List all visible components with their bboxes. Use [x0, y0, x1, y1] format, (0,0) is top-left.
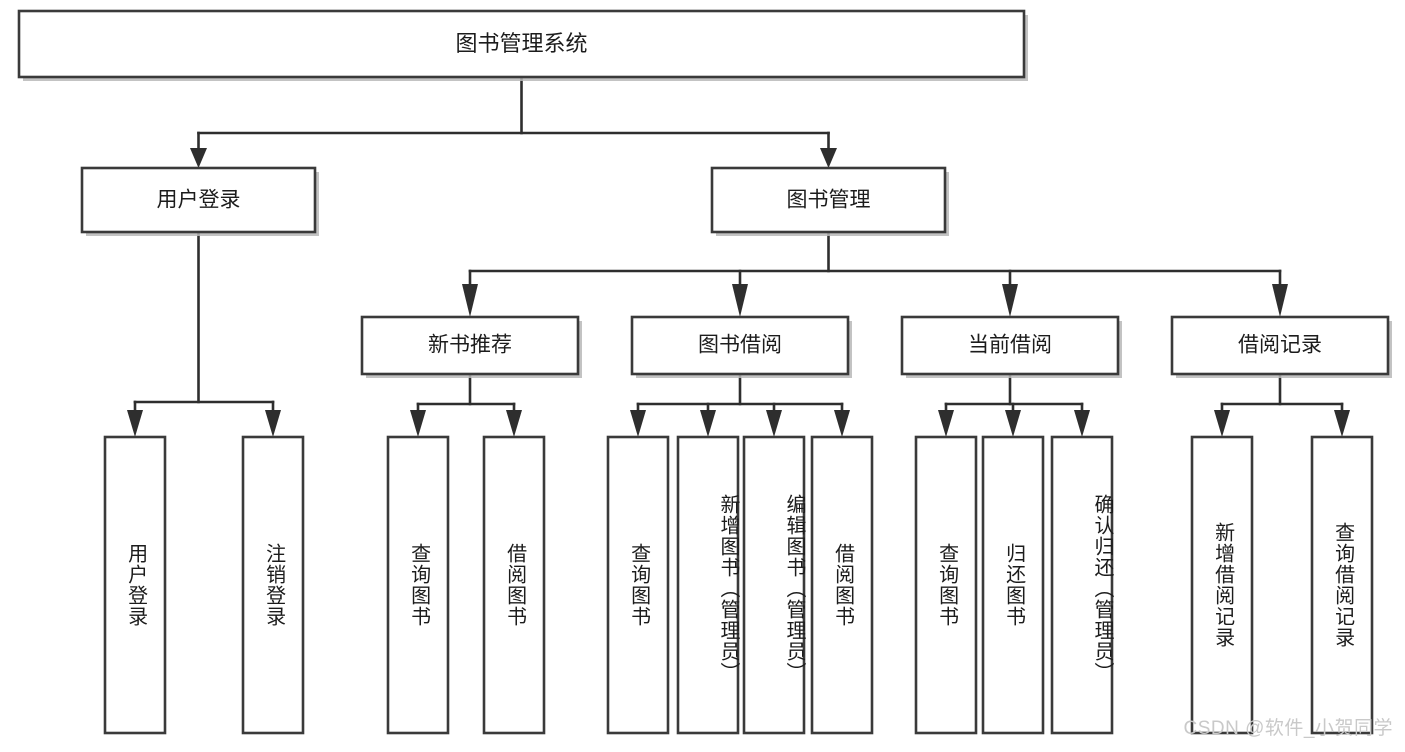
new-book-recommend-box[interactable]	[360, 315, 580, 376]
arrowhead-borrow-record	[1272, 284, 1288, 317]
arrowhead-book-manage	[820, 148, 837, 168]
arrowhead-leaf-confirm-return	[1074, 410, 1090, 437]
arrowhead-leaf-add-record	[1214, 410, 1230, 437]
node-root[interactable]: 图书管理系统	[17, 9, 1028, 81]
arrowhead-leaf-query-record	[1334, 410, 1350, 437]
user-login-box[interactable]	[80, 166, 317, 234]
leaf-box-user-login[interactable]	[103, 435, 167, 735]
leaf-box-add-book[interactable]	[676, 435, 740, 735]
leaf-box-query-record[interactable]	[1310, 435, 1374, 735]
current-borrow-label: 当前借阅	[968, 334, 1052, 357]
borrow-record-box[interactable]	[1170, 315, 1390, 376]
leaf-box-query-book-2[interactable]	[606, 435, 670, 735]
arrowhead-leaf-edit-book	[766, 410, 782, 437]
root-label: 图书管理系统	[455, 31, 587, 56]
user-login-label: 用户登录	[157, 189, 241, 212]
current-borrow-box[interactable]	[900, 315, 1120, 376]
book-manage-box[interactable]	[710, 166, 947, 234]
node-user-login[interactable]: 用户登录	[80, 166, 319, 236]
leaf-box-logout[interactable]	[241, 435, 305, 735]
leaf-box-return-book[interactable]	[981, 435, 1045, 735]
leaf-box-group	[103, 435, 1374, 735]
arrowhead-new-book-recommend	[462, 284, 478, 317]
book-borrow-label: 图书借阅	[698, 334, 782, 357]
node-borrow-record[interactable]: 借阅记录	[1170, 315, 1392, 378]
leaf-box-add-record[interactable]	[1190, 435, 1254, 735]
arrowhead-leaf-query-book-1	[410, 410, 426, 437]
arrowhead-current-borrow	[1002, 284, 1018, 317]
node-book-manage[interactable]: 图书管理	[710, 166, 949, 236]
leaf-box-borrow-book-2[interactable]	[810, 435, 874, 735]
arrowhead-leaf-logout	[265, 410, 281, 437]
node-new-book-recommend[interactable]: 新书推荐	[360, 315, 582, 378]
arrowhead-book-borrow	[732, 284, 748, 317]
arrowhead-leaf-borrow-book-1	[506, 410, 522, 437]
arrowhead-user-login	[190, 148, 207, 168]
csdn-watermark: CSDN @软件_小贺同学	[1183, 718, 1393, 739]
leaf-box-borrow-book-1[interactable]	[482, 435, 546, 735]
node-current-borrow[interactable]: 当前借阅	[900, 315, 1122, 378]
book-borrow-box[interactable]	[630, 315, 850, 376]
arrowhead-leaf-borrow-book-2	[834, 410, 850, 437]
connector-group	[127, 75, 1350, 437]
leaf-box-confirm-return[interactable]	[1050, 435, 1114, 735]
arrowhead-leaf-query-book-3	[938, 410, 954, 437]
arrowhead-leaf-user-login	[127, 410, 143, 437]
leaf-box-edit-book[interactable]	[742, 435, 806, 735]
borrow-record-label: 借阅记录	[1238, 334, 1322, 357]
new-book-recommend-label: 新书推荐	[428, 334, 512, 357]
root-box[interactable]	[17, 9, 1026, 79]
arrowhead-leaf-return-book	[1005, 410, 1021, 437]
arrowhead-leaf-add-book	[700, 410, 716, 437]
book-manage-label: 图书管理	[787, 189, 871, 212]
node-book-borrow[interactable]: 图书借阅	[630, 315, 852, 378]
arrowhead-leaf-query-book-2	[630, 410, 646, 437]
leaf-box-query-book-3[interactable]	[914, 435, 978, 735]
leaf-box-query-book-1[interactable]	[386, 435, 450, 735]
